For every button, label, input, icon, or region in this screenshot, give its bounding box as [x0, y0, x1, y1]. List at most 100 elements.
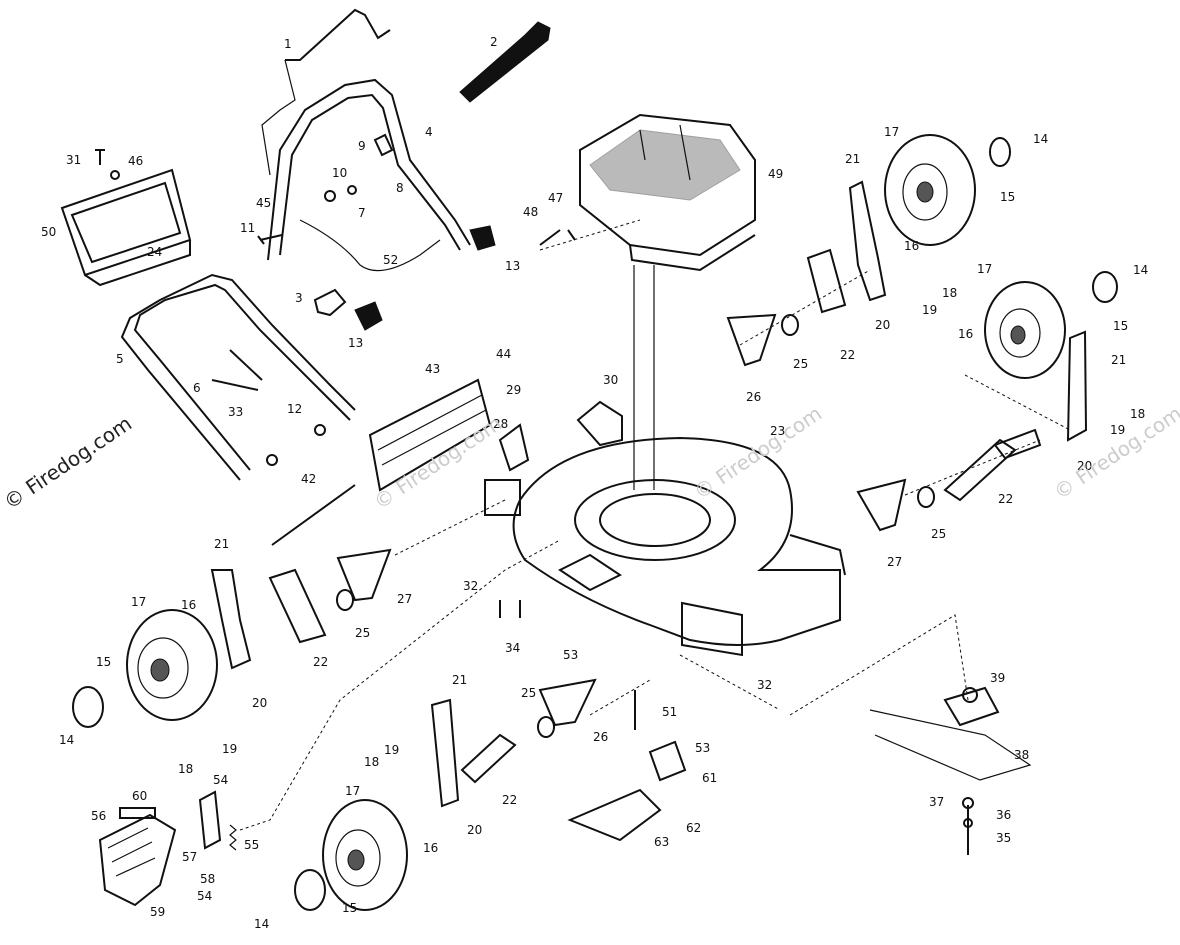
callout-44: 44 — [496, 347, 511, 361]
callout-20c: 20 — [252, 696, 267, 710]
callout-30: 30 — [603, 373, 618, 387]
callout-1: 1 — [284, 37, 292, 51]
upper-handle-part-4 — [267, 78, 471, 261]
hubcap-part-14-mid — [1092, 271, 1118, 303]
callout-20b: 20 — [1077, 459, 1092, 473]
callout-21a: 21 — [845, 152, 860, 166]
wheel-mid-right-part-17 — [984, 281, 1066, 379]
callout-15a: 15 — [1000, 190, 1015, 204]
mower-deck-part-23 — [512, 436, 846, 646]
cable-clip-part-13 — [354, 225, 496, 331]
callout-63: 63 — [654, 835, 669, 849]
callout-20a: 20 — [875, 318, 890, 332]
rod-part-42 — [271, 484, 356, 546]
callout-29: 29 — [506, 383, 521, 397]
callout-18a: 18 — [942, 286, 957, 300]
callout-5: 5 — [116, 352, 124, 366]
handle-bolt-part-12 — [266, 424, 326, 466]
callout-28: 28 — [493, 417, 508, 431]
callout-22a: 22 — [840, 348, 855, 362]
callout-48: 48 — [523, 205, 538, 219]
axle-part-22-bottom — [460, 733, 517, 784]
callout-2: 2 — [490, 35, 498, 49]
bolt-part-11 — [257, 234, 283, 245]
callout-27a: 27 — [887, 555, 902, 569]
callout-42: 42 — [301, 472, 316, 486]
spring-part-55-57 — [198, 790, 237, 851]
callout-23: 23 — [770, 424, 785, 438]
assembly-dashed-lines — [394, 219, 1071, 716]
callout-43: 43 — [425, 362, 440, 376]
callout-25c: 25 — [355, 626, 370, 640]
callout-34: 34 — [505, 641, 520, 655]
axle-part-22-upper — [806, 248, 847, 314]
callout-7: 7 — [358, 206, 366, 220]
blade-part-38 — [869, 709, 1032, 781]
wheel-height-adjuster-part-21-lower-left — [210, 569, 252, 670]
cover-part-27-right — [856, 478, 907, 532]
callout-33: 33 — [228, 405, 243, 419]
hubcap-part-14-lower-left — [72, 686, 104, 728]
callout-8: 8 — [396, 181, 404, 195]
callout-56: 56 — [91, 809, 106, 823]
engine-part-49 — [579, 113, 756, 272]
callout-19b: 19 — [1110, 423, 1125, 437]
cable-part-52 — [299, 219, 441, 272]
callout-16d: 16 — [423, 841, 438, 855]
callout-36: 36 — [996, 808, 1011, 822]
callout-14c: 14 — [59, 733, 74, 747]
callout-9: 9 — [358, 139, 366, 153]
callout-35: 35 — [996, 831, 1011, 845]
callout-25a: 25 — [793, 357, 808, 371]
handle-bracket-part-33 — [211, 349, 263, 391]
callout-50: 50 — [41, 225, 56, 239]
callout-12: 12 — [287, 402, 302, 416]
bag-frame-part-50 — [60, 168, 192, 287]
cover-part-26-bottom — [538, 678, 597, 727]
lower-handle-part-5 — [120, 273, 356, 481]
spacers-part-25 — [336, 314, 935, 738]
bolts-part-34 — [499, 600, 521, 618]
callout-19a: 19 — [922, 303, 937, 317]
wheel-upper-right-part-17 — [884, 134, 976, 246]
bolt-part-35-36-37 — [962, 797, 974, 855]
engine-shaft-lines — [633, 265, 655, 490]
wheel-bottom-center-part-17 — [322, 799, 408, 911]
callout-3: 3 — [295, 291, 303, 305]
bracket-part-60 — [119, 807, 156, 819]
callout-58: 58 — [200, 872, 215, 886]
callout-17b: 17 — [977, 262, 992, 276]
cover-part-26-upper — [726, 313, 777, 367]
wheel-height-adjuster-part-21-mid — [1066, 330, 1088, 442]
hubcap-part-14-bottom — [294, 869, 326, 911]
callout-18d: 18 — [364, 755, 379, 769]
callout-62: 62 — [686, 821, 701, 835]
rear-bracket-part-32 — [681, 601, 743, 657]
hubcap-part-14-upper — [989, 137, 1011, 167]
rear-flap-part-58-59 — [98, 813, 177, 907]
callout-21c: 21 — [214, 537, 229, 551]
watermark-main: © Firedog.com — [0, 411, 136, 514]
discharge-deflector-part-43 — [368, 378, 492, 492]
callout-16c: 16 — [181, 598, 196, 612]
callout-32a: 32 — [463, 579, 478, 593]
callout-11: 11 — [240, 221, 255, 235]
callout-16a: 16 — [904, 239, 919, 253]
callout-46: 46 — [128, 154, 143, 168]
callout-53a: 53 — [563, 648, 578, 662]
callout-32b: 32 — [757, 678, 772, 692]
callout-37: 37 — [929, 795, 944, 809]
callout-22d: 22 — [502, 793, 517, 807]
callout-53b: 53 — [695, 741, 710, 755]
callout-59: 59 — [150, 905, 165, 919]
wheel-height-adjuster-part-21-bottom — [430, 698, 460, 808]
cover-part-62 — [567, 788, 662, 842]
callout-21d: 21 — [452, 673, 467, 687]
callout-15d: 15 — [342, 901, 357, 915]
callout-52: 52 — [383, 253, 398, 267]
callout-13b: 13 — [348, 336, 363, 350]
bolt-part-47-48 — [539, 229, 576, 246]
callout-25d: 25 — [521, 686, 536, 700]
callout-26b: 26 — [593, 730, 608, 744]
watermark-faint-1: © Firedog.com — [689, 401, 826, 504]
